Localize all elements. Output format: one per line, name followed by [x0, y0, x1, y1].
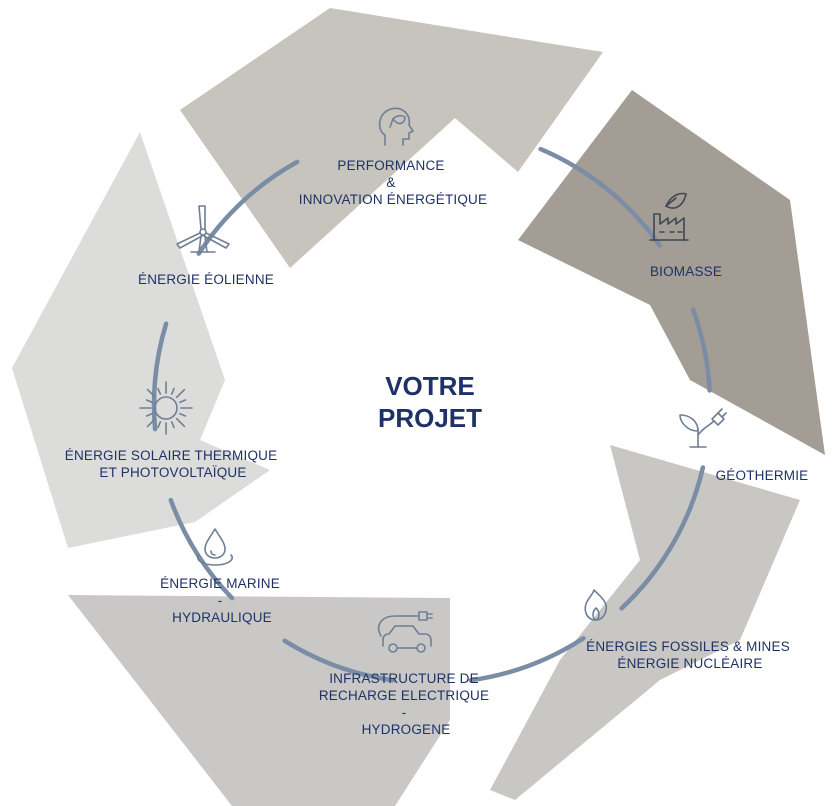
background-panels: [12, 8, 825, 806]
label-biomasse: BIOMASSE: [650, 264, 722, 279]
label-solaire: ÉNERGIE SOLAIRE THERMIQUE ET PHOTOVOLTAÏ…: [65, 448, 282, 480]
flame-icon: [584, 589, 608, 621]
car-plug-icon: [377, 611, 433, 653]
panel-left: [12, 132, 270, 548]
sun-ray: [170, 387, 175, 395]
label-recharge: INFRASTRUCTURE DE RECHARGE ELECTRIQUE - …: [319, 671, 493, 737]
sun-ray: [179, 399, 187, 404]
label-eolienne: ÉNERGIE ÉOLIENNE: [138, 272, 274, 287]
factory-leaf-icon: [649, 192, 689, 241]
sun-ray: [179, 412, 187, 417]
sun-ray: [170, 421, 175, 429]
center-title-line2: PROJET: [378, 403, 482, 433]
sun-ray: [146, 417, 157, 428]
panel-bottom: [68, 595, 450, 806]
panel-lower-right: [490, 445, 800, 800]
ring-segment: [282, 638, 396, 683]
panel-top: [180, 8, 603, 268]
sun-ray: [145, 399, 153, 404]
ring-segment: [538, 146, 662, 248]
ring-segment: [168, 497, 235, 601]
plant-plug-icon: [679, 408, 727, 448]
water-drop-icon: [197, 528, 233, 566]
sun-ray: [145, 412, 153, 417]
ring-segment: [619, 465, 706, 611]
label-fossiles: ÉNERGIES FOSSILES & MINES ÉNERGIE NUCLÉA…: [586, 639, 794, 671]
label-geothermie: GÉOTHERMIE: [716, 468, 809, 483]
ring-segment: [690, 307, 712, 393]
ring-segment: [468, 635, 586, 683]
center-title-line1: VOTRE: [385, 371, 475, 401]
sun-ray: [157, 387, 162, 395]
head-leaf-icon: [378, 107, 414, 146]
sun-ray: [175, 388, 186, 399]
sun-icon: [139, 381, 193, 435]
sun-ray: [146, 388, 157, 399]
label-performance: PERFORMANCE & INNOVATION ÉNERGÉTIQUE: [299, 158, 487, 207]
sun-ray: [157, 421, 162, 429]
wind-turbine-icon: [176, 205, 230, 253]
label-marine: ÉNERGIE MARINE - HYDRAULIQUE: [160, 576, 284, 625]
sun-ray: [175, 417, 186, 428]
